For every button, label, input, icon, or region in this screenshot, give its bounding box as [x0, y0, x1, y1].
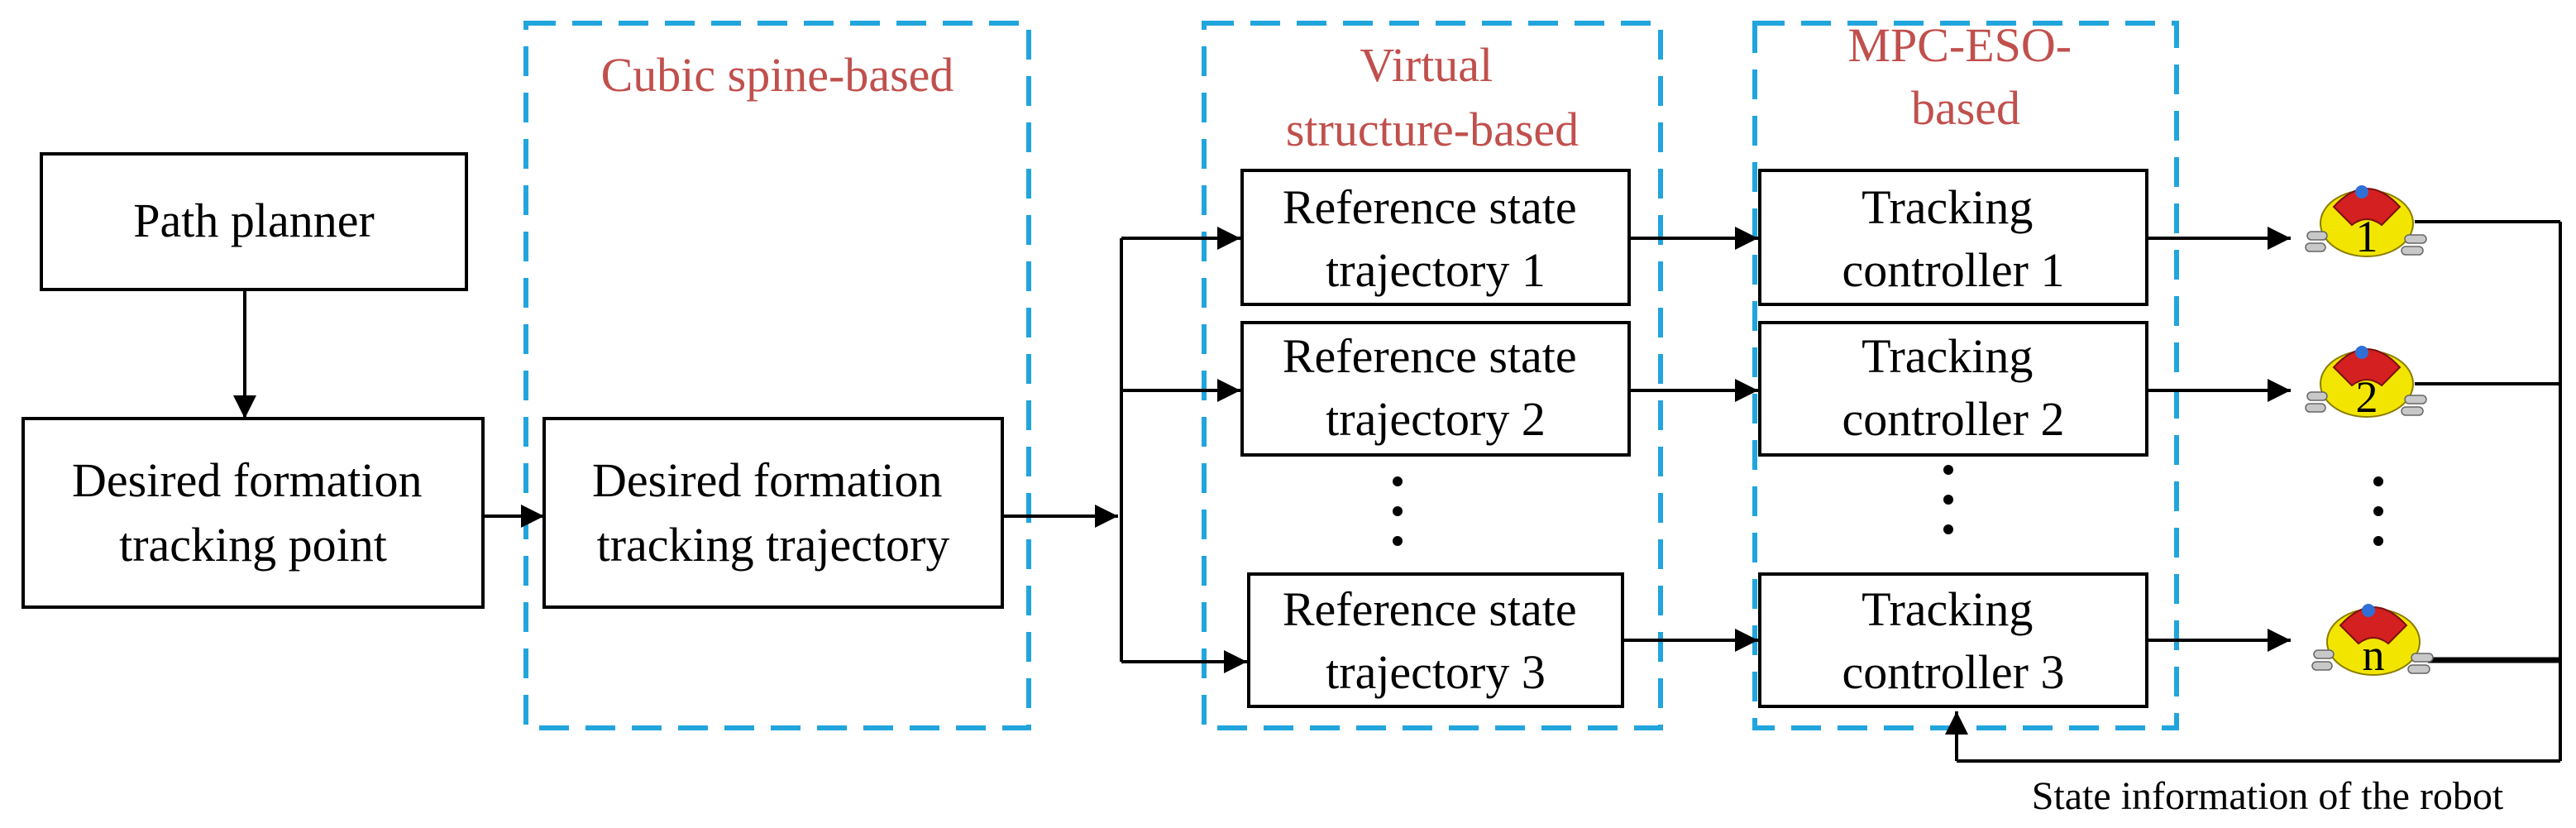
- group-title-cubic-spline: Cubic spine-based: [601, 48, 954, 102]
- reference-trajectory-2-block: Reference state trajectory 2: [1240, 321, 1631, 457]
- path-planner-block: Path planner: [40, 152, 468, 291]
- svg-text:Reference state trajecto: Reference state trajectory 3: [1283, 582, 1589, 699]
- robot-label-2: 2: [2356, 372, 2378, 422]
- reference-trajectory-1-block: Reference state trajectory 1: [1240, 169, 1631, 306]
- feedback-label: State information of the robot: [2032, 774, 2504, 818]
- svg-text:Desired formation tracki: Desired formation tracking point: [72, 453, 434, 572]
- mobile-robot-icon: 2: [2305, 345, 2427, 422]
- robot-label-1: 1: [2356, 212, 2378, 261]
- tracking-controller-2-block: Tracking controller 2: [1758, 321, 2148, 457]
- group-title-virtual-structure: Virtual structure-based: [1286, 38, 1579, 156]
- svg-text:Tracking controller 1: Tracking controller 1: [1842, 180, 2065, 297]
- group-title-mpc-eso: MPC-ESO- based: [1847, 18, 2083, 135]
- vertical-ellipsis-icon: [1943, 465, 1953, 534]
- svg-text:Desired formation tracki: Desired formation tracking trajectory: [592, 453, 954, 572]
- mobile-robot-icon: n: [2311, 603, 2434, 680]
- group-virtual-structure: Virtual structure-based: [1202, 21, 1663, 730]
- tracking-controller-3-block: Tracking controller 3: [1758, 572, 2148, 708]
- svg-text:Tracking controller 2: Tracking controller 2: [1842, 329, 2065, 446]
- vertical-ellipsis-icon: [1393, 476, 1403, 546]
- connectors: [233, 220, 2562, 763]
- robot-label-n: n: [2363, 630, 2385, 680]
- reference-trajectory-3-block: Reference state trajectory 3: [1247, 572, 1624, 708]
- group-mpc-eso: MPC-ESO- based: [1752, 18, 2179, 730]
- mobile-robot-icon: 1: [2305, 184, 2427, 261]
- tracking-controller-1-block: Tracking controller 1: [1758, 169, 2148, 306]
- desired-trajectory-block: Desired formation tracking trajectory: [542, 417, 1004, 609]
- svg-text:Path planner: Path planner: [133, 194, 375, 247]
- svg-text:Tracking controller 3: Tracking controller 3: [1842, 582, 2065, 699]
- vertical-ellipsis-icon: [2373, 476, 2383, 546]
- group-cubic-spline: Cubic spine-based: [523, 21, 1031, 730]
- svg-text:Reference state trajecto: Reference state trajectory 2: [1283, 329, 1589, 446]
- desired-point-block: Desired formation tracking point: [22, 417, 485, 609]
- svg-text:Reference state trajecto: Reference state trajectory 1: [1283, 180, 1589, 297]
